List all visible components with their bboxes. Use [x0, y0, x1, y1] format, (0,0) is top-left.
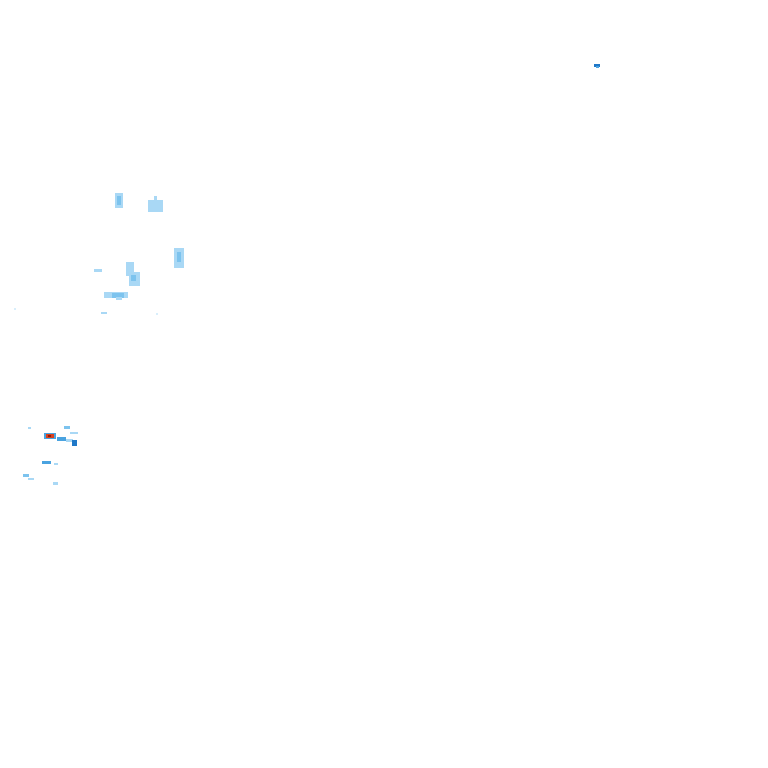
precipitation-echo — [44, 433, 56, 439]
precipitation-echo — [64, 426, 78, 434]
echo-cell — [64, 426, 70, 429]
echo-cell — [156, 313, 158, 315]
echo-cell — [126, 262, 134, 276]
precipitation-echo — [14, 308, 158, 429]
precipitation-echo — [53, 482, 58, 485]
precipitation-echo — [148, 196, 163, 212]
precipitation-echo — [101, 312, 107, 314]
echo-cell — [42, 461, 51, 464]
precipitation-echo — [594, 64, 600, 68]
precipitation-echo — [115, 193, 123, 208]
echo-cell — [57, 437, 66, 441]
echo-cell — [72, 440, 77, 446]
echo-cell — [28, 427, 31, 429]
echo-cell — [148, 200, 163, 212]
echo-cell — [117, 196, 121, 205]
echo-cell — [23, 474, 29, 477]
echo-cell — [596, 66, 599, 68]
echo-cell — [116, 297, 122, 300]
echo-cell — [66, 439, 73, 442]
precipitation-echo — [174, 248, 184, 268]
echo-cell — [94, 269, 102, 272]
precipitation-echo — [94, 269, 102, 272]
precipitation-echo — [23, 474, 34, 480]
precipitation-echo — [126, 262, 140, 286]
echo-cell — [54, 463, 58, 465]
echo-cell — [14, 308, 16, 310]
echo-cell — [48, 435, 51, 437]
echo-cell — [53, 482, 58, 485]
echo-cell — [177, 252, 181, 262]
precipitation-echo — [42, 461, 58, 465]
echo-cell — [594, 64, 600, 67]
precipitation-echo — [57, 437, 77, 446]
precipitation-echo — [104, 292, 128, 300]
echo-cell — [154, 196, 157, 202]
echo-cell — [101, 312, 107, 314]
echo-cell — [112, 293, 124, 298]
echo-cell — [70, 432, 78, 434]
echo-cell — [28, 478, 34, 480]
echo-cell — [131, 275, 136, 281]
